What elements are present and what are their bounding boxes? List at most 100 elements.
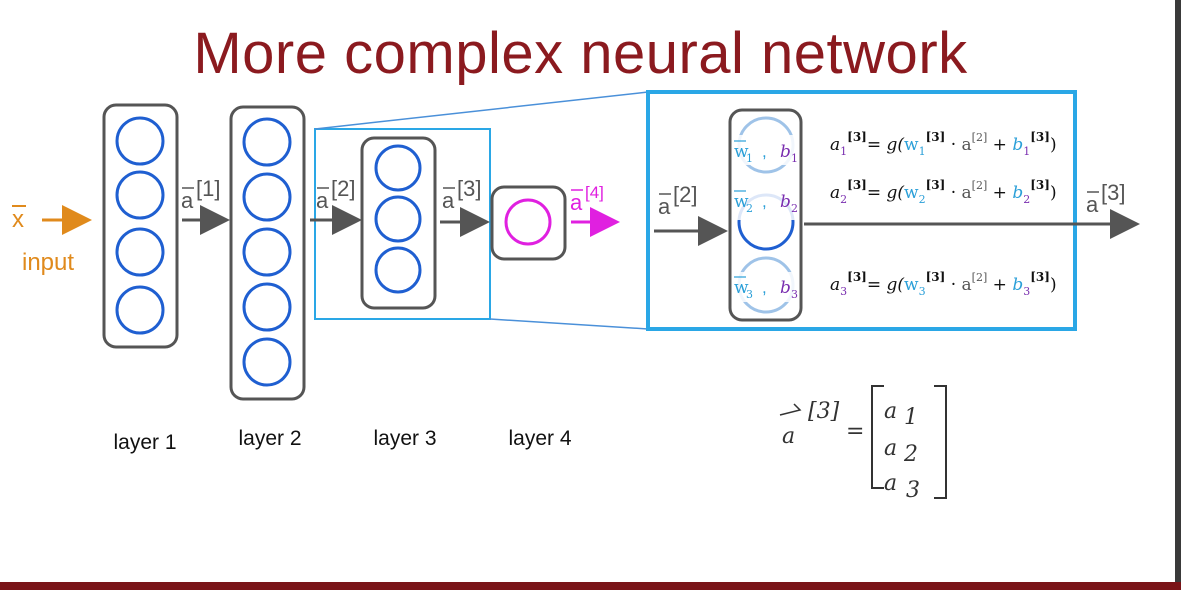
zoom-panel: a [2] w 1 , b 1 w 2 , b 2 w 3 , b 3 a: [646, 90, 1140, 331]
equation-token: [3]: [1030, 178, 1050, 192]
neuron: [115, 285, 165, 335]
neuron: [115, 116, 165, 166]
param-comma: ,: [762, 142, 767, 161]
arrow-a2: a [2]: [310, 176, 362, 235]
param-b2: b: [780, 192, 791, 212]
equation-token: 1: [1023, 145, 1030, 158]
equation-token: ): [1050, 275, 1057, 295]
equation-token: a: [830, 275, 840, 295]
neuron: [374, 195, 422, 243]
param-b1: b: [780, 142, 791, 162]
equation-token: [3]: [926, 270, 946, 284]
equation-token: 2: [1023, 193, 1030, 206]
neuron: [242, 172, 292, 222]
neuron: [242, 282, 292, 332]
layer-3-label: layer 3: [373, 427, 436, 450]
zoom-layer-box: [728, 108, 803, 322]
handwritten-vector: a [3] = a 1 a 2 a 3: [779, 385, 947, 503]
equation-token: [3]: [926, 130, 946, 144]
equation-token: b: [1012, 275, 1023, 295]
param-comma: ,: [762, 192, 767, 211]
layer-1-box: [102, 103, 179, 349]
equation-token: +: [987, 183, 1012, 203]
equation-token: 3: [1023, 285, 1030, 298]
neuron: [374, 246, 422, 294]
param-b3: b: [780, 278, 791, 298]
layer-3: [360, 136, 437, 310]
input-label: input: [22, 249, 74, 276]
equation-token: ): [1050, 135, 1057, 155]
a2-sup: [2]: [331, 176, 355, 201]
equation-token: ): [1050, 183, 1057, 203]
bottom-bar: [0, 582, 1181, 590]
equation-token: 1: [840, 145, 847, 158]
zoom-input-sup: [2]: [673, 182, 697, 207]
neuron: [374, 144, 422, 192]
arrow-a4: a [4]: [570, 183, 620, 237]
equation-token: b: [1012, 135, 1023, 155]
zoom-output-sup: [3]: [1101, 180, 1125, 205]
equation-token: [3]: [1030, 270, 1050, 284]
a3-sup: [3]: [457, 176, 481, 201]
param-b1-sub: 1: [791, 152, 798, 165]
equation-token: ·: [945, 183, 961, 203]
hand-a3-sub: 3: [906, 478, 920, 503]
equation-token: = g(: [867, 183, 905, 203]
param-b3-sub: 3: [791, 288, 798, 301]
vector-arrow-icon: [779, 403, 802, 416]
param-w3-sub: 3: [746, 288, 753, 301]
param-w3: w: [734, 278, 749, 298]
equations: a1[3]= g(w1[3] · a[2] + b1[3])a2[3]= g(w…: [830, 130, 1057, 298]
param-w1-sub: 1: [746, 152, 753, 165]
hand-a2-sub: 2: [903, 442, 918, 467]
output-neuron: [504, 198, 552, 246]
layer-1-label: layer 1: [113, 431, 176, 454]
right-bracket: [934, 385, 947, 499]
layer-4: [490, 185, 567, 261]
equation-token: w: [904, 183, 919, 203]
window-edge: [1175, 0, 1181, 590]
layer-1: [102, 103, 179, 349]
equation-token: 2: [919, 193, 926, 206]
layer-2-box: [229, 105, 306, 401]
a1-label: a: [181, 188, 194, 213]
equation-token: [3]: [926, 178, 946, 192]
zoom-input-label: a: [658, 194, 671, 219]
equation-token: b: [1012, 183, 1023, 203]
layer-2: [229, 105, 306, 401]
layer-3-highlight: [314, 128, 491, 320]
slide-title: More complex neural network: [193, 21, 968, 86]
equation-token: [2]: [972, 179, 988, 192]
layer-4-box: [490, 185, 567, 261]
hand-lhs-sup: [3]: [808, 399, 840, 424]
a3-label: a: [442, 188, 455, 213]
a1-sup: [1]: [196, 176, 220, 201]
zoom-line-top: [314, 91, 649, 130]
param-w2: w: [734, 192, 749, 212]
hand-a1: a: [884, 399, 897, 424]
a4-sup: [4]: [585, 183, 604, 202]
neuron: [115, 170, 165, 220]
arrow-a1: a [1]: [181, 176, 230, 235]
hand-a2: a: [884, 436, 897, 461]
param-b2-sub: 2: [791, 202, 798, 215]
zoom-box: [646, 90, 1077, 331]
equation-token: [2]: [972, 271, 988, 284]
equation-token: ·: [945, 135, 961, 155]
layer-2-label: layer 2: [238, 427, 301, 450]
a4-label: a: [570, 190, 583, 215]
zoom-line-bottom: [489, 318, 649, 330]
equation-token: [3]: [1030, 130, 1050, 144]
neuron: [115, 227, 165, 277]
zoom-output-label: a: [1086, 192, 1099, 217]
equation-token: 3: [919, 285, 926, 298]
equation-token: 1: [919, 145, 926, 158]
equation-row: a2[3]= g(w2[3] · a[2] + b2[3]): [830, 178, 1057, 206]
layer-4-label: layer 4: [508, 427, 571, 450]
layer-3-box: [360, 136, 437, 310]
equation-token: = g(: [867, 135, 905, 155]
equation-token: 2: [840, 193, 847, 206]
equation-token: a: [830, 135, 840, 155]
hand-equals: =: [846, 419, 864, 444]
